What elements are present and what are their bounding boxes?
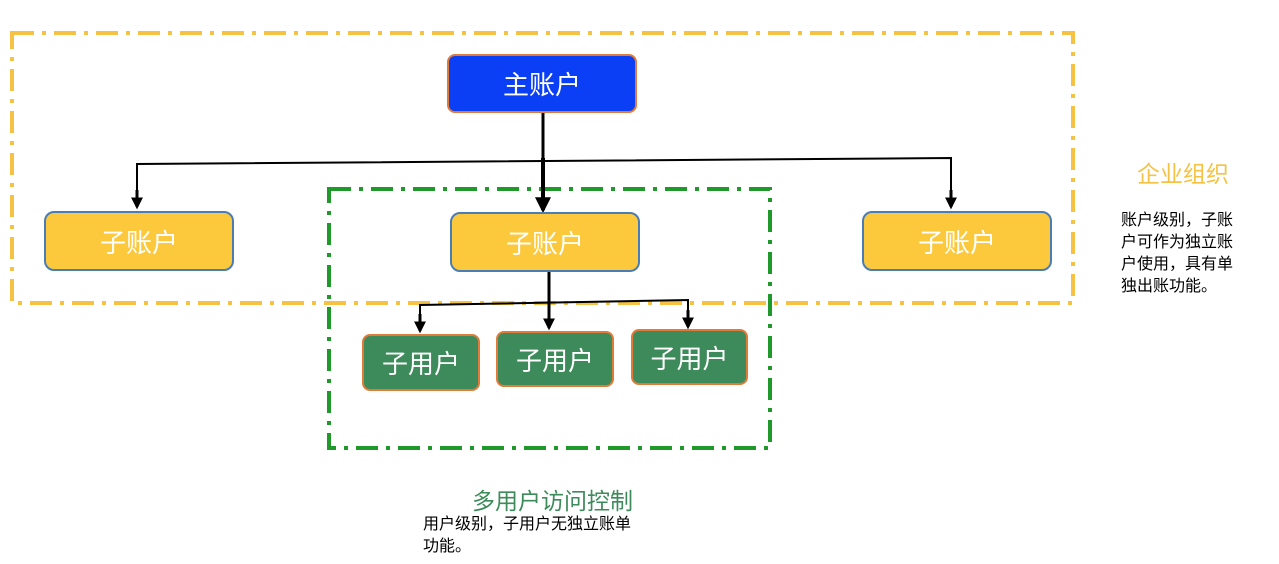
multi-user-title: 多用户访问控制 — [472, 489, 633, 515]
multi-user-boundary — [327, 187, 772, 450]
multi-user-description: 用户级别，子用户无独立账单 功能。 — [423, 513, 723, 557]
multi-user-desc-line: 功能。 — [423, 536, 472, 555]
enterprise-desc-line: 账户级别，子账 — [1121, 210, 1234, 229]
sub-account-node-center: 子账户 — [450, 212, 640, 272]
enterprise-title: 企业组织 — [1137, 162, 1229, 188]
connector-sub-branch — [419, 298, 689, 320]
enterprise-description: 账户级别，子账 户可作为独立账 户使用，具有单 独出账功能。 — [1121, 209, 1271, 297]
sub-user-node-1: 子用户 — [362, 334, 480, 391]
main-account-node: 主账户 — [447, 54, 637, 113]
enterprise-desc-line: 独出账功能。 — [1121, 276, 1218, 295]
enterprise-desc-line: 户可作为独立账 — [1121, 232, 1234, 251]
enterprise-desc-line: 户使用，具有单 — [1121, 254, 1234, 273]
sub-account-node-left: 子账户 — [44, 211, 234, 271]
sub-user-node-3: 子用户 — [631, 329, 748, 385]
sub-account-node-right: 子账户 — [862, 211, 1052, 271]
sub-user-node-2: 子用户 — [496, 331, 614, 387]
multi-user-desc-line: 用户级别，子用户无独立账单 — [423, 514, 632, 533]
